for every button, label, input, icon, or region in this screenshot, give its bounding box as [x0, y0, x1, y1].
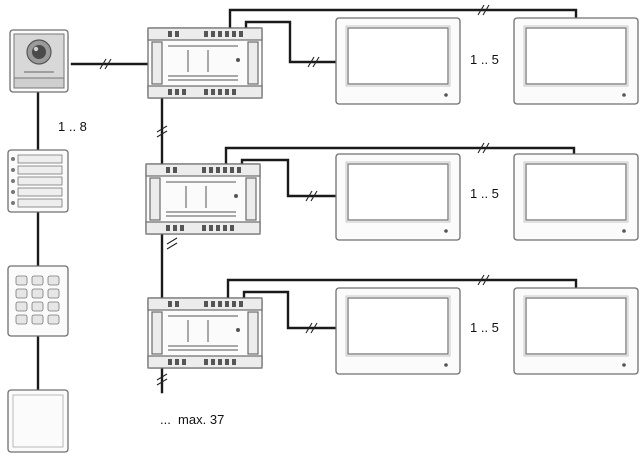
indoor-monitor-3b: [513, 287, 639, 375]
push-button-module: [7, 149, 69, 213]
switch-module-2: [145, 163, 261, 235]
monitor-count-label-row2: 1 .. 5: [470, 186, 499, 201]
indoor-monitor-1a: [335, 17, 461, 105]
indoor-monitor-1b: [513, 17, 639, 105]
max-distributors-label: ... max. 37: [160, 412, 224, 427]
camera-door-station: [9, 29, 69, 93]
monitor-count-label-row1: 1 .. 5: [470, 52, 499, 67]
cable-marks: [99, 4, 490, 386]
blank-module: [7, 389, 69, 453]
indoor-monitor-2b: [513, 153, 639, 241]
door-station-count-label: 1 .. 8: [58, 119, 87, 134]
keypad-module: [7, 265, 69, 337]
switch-module-3: [147, 297, 263, 369]
switch-module-1: [147, 27, 263, 99]
monitor-count-label-row3: 1 .. 5: [470, 320, 499, 335]
indoor-monitor-2a: [335, 153, 461, 241]
indoor-monitor-3a: [335, 287, 461, 375]
